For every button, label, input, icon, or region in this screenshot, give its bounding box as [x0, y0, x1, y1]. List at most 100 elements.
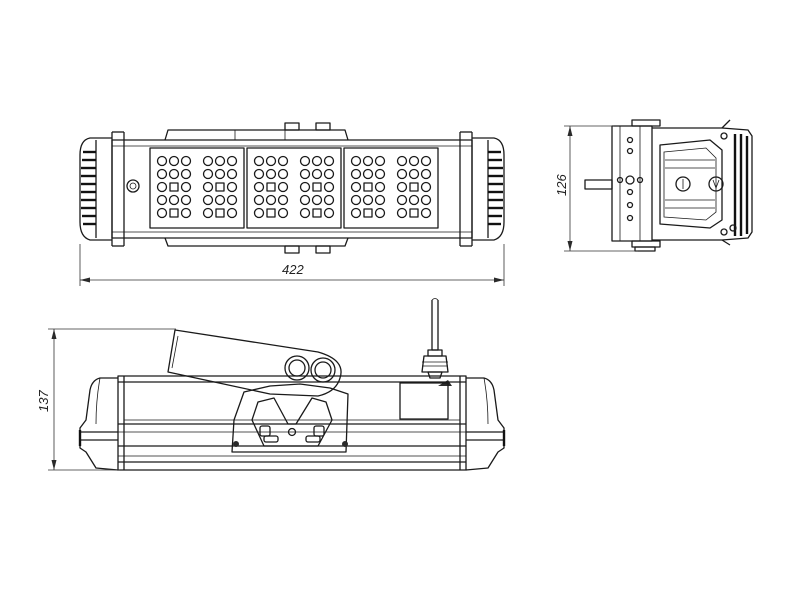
led-lens [277, 155, 289, 167]
front-view [78, 298, 506, 471]
led-grid [156, 155, 432, 219]
top-view [79, 122, 505, 254]
front-bracket [231, 383, 349, 453]
led-lens [226, 181, 238, 193]
driver-box [399, 382, 449, 420]
led-lens [396, 194, 408, 206]
led-lens [299, 181, 311, 193]
led-lens [202, 194, 214, 206]
led-lens [253, 155, 265, 167]
led-lens [420, 155, 432, 167]
led-lens [350, 168, 362, 180]
mounting-arm [167, 329, 342, 397]
led-lens [420, 207, 432, 219]
led-lens [265, 155, 277, 167]
led-lens [409, 182, 419, 192]
led-lens [323, 155, 335, 167]
led-lens [169, 182, 179, 192]
led-module-2 [246, 147, 342, 229]
dimension-height-side: 126 [554, 125, 638, 252]
led-lens [156, 155, 168, 167]
led-lens [168, 155, 180, 167]
led-lens [253, 194, 265, 206]
led-lens [312, 182, 322, 192]
led-lens [180, 168, 192, 180]
led-lens [226, 194, 238, 206]
led-module-1 [149, 147, 245, 229]
led-lens [362, 168, 374, 180]
led-lens [311, 155, 323, 167]
led-lens [277, 207, 289, 219]
led-lens [214, 155, 226, 167]
led-lens [156, 194, 168, 206]
front-right-end [465, 377, 505, 471]
led-lens [420, 168, 432, 180]
cable-gland [427, 349, 443, 357]
side-view [584, 119, 753, 252]
led-lens [226, 168, 238, 180]
led-lens [277, 181, 289, 193]
led-lens [226, 155, 238, 167]
led-lens [202, 155, 214, 167]
led-lens [350, 181, 362, 193]
led-lens [202, 181, 214, 193]
led-lens [202, 168, 214, 180]
led-lens [265, 168, 277, 180]
led-lens [215, 208, 225, 218]
arm-bolt-2 [310, 357, 336, 383]
led-lens [363, 182, 373, 192]
led-lens [362, 155, 374, 167]
led-lens [396, 207, 408, 219]
housing-profile [652, 127, 753, 241]
led-lens [408, 194, 420, 206]
led-lens [362, 194, 374, 206]
led-lens [323, 181, 335, 193]
led-lens [277, 168, 289, 180]
led-lens [299, 207, 311, 219]
led-lens [265, 194, 277, 206]
dimension-length-label: 422 [282, 262, 304, 277]
bracket-hole [287, 427, 297, 437]
led-lens [350, 194, 362, 206]
led-lens [396, 181, 408, 193]
dimension-length: 422 [79, 244, 505, 286]
led-lens [180, 194, 192, 206]
led-lens [253, 181, 265, 193]
dimension-height-side-label: 126 [554, 174, 569, 196]
lens-center [675, 176, 691, 192]
led-lens [396, 168, 408, 180]
top-rail [164, 129, 349, 141]
led-lens [420, 194, 432, 206]
led-lens [156, 207, 168, 219]
led-lens [299, 194, 311, 206]
led-lens [180, 155, 192, 167]
led-lens [363, 208, 373, 218]
led-lens [253, 207, 265, 219]
led-lens [168, 168, 180, 180]
left-fins [81, 150, 96, 226]
right-fins [488, 150, 503, 226]
led-lens [277, 194, 289, 206]
screw-head [126, 179, 140, 193]
led-lens [311, 168, 323, 180]
right-end-cap [472, 137, 505, 241]
led-lens [299, 168, 311, 180]
left-end-cap [79, 137, 112, 241]
led-lens [323, 194, 335, 206]
led-lens [374, 181, 386, 193]
bottom-rail [164, 237, 349, 247]
led-lens [156, 168, 168, 180]
led-lens [299, 155, 311, 167]
dimension-height-front: 137 [36, 328, 176, 471]
led-lens [180, 181, 192, 193]
led-lens [350, 207, 362, 219]
led-lens [374, 194, 386, 206]
led-lens [253, 168, 265, 180]
dimension-height-front-label: 137 [36, 390, 51, 412]
led-lens [408, 155, 420, 167]
led-lens [202, 207, 214, 219]
led-lens [169, 208, 179, 218]
led-lens [266, 208, 276, 218]
led-lens [350, 155, 362, 167]
